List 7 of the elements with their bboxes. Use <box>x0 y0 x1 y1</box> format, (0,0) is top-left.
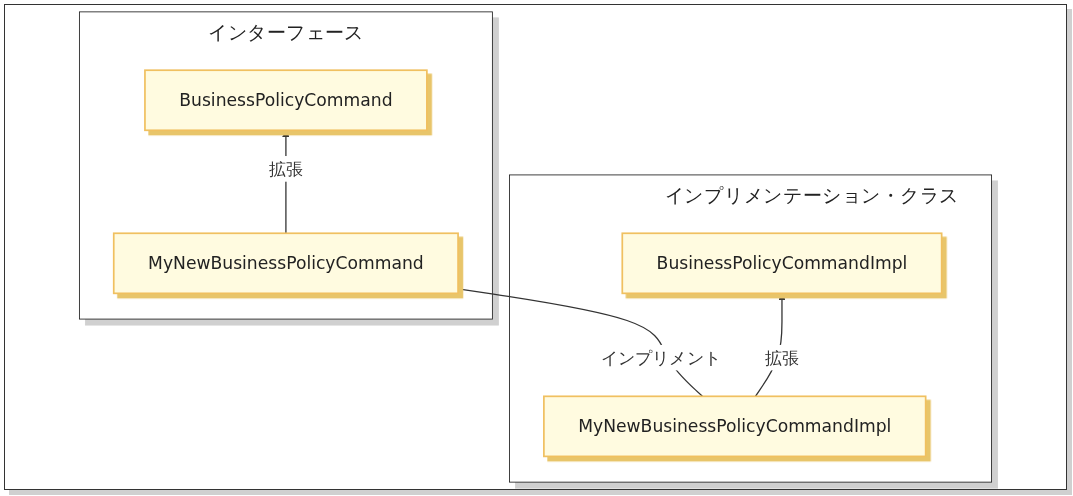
edge-label: 拡張 <box>764 347 800 368</box>
node-box: BusinessPolicyCommand <box>144 69 428 132</box>
node-box: BusinessPolicyCommandImpl <box>621 232 943 295</box>
edge-label: インプリメント <box>600 347 721 368</box>
node-box: MyNewBusinessPolicyCommand <box>112 232 459 295</box>
node-box: MyNewBusinessPolicyCommandImpl <box>543 395 927 458</box>
edge-label: 拡張 <box>268 158 304 180</box>
